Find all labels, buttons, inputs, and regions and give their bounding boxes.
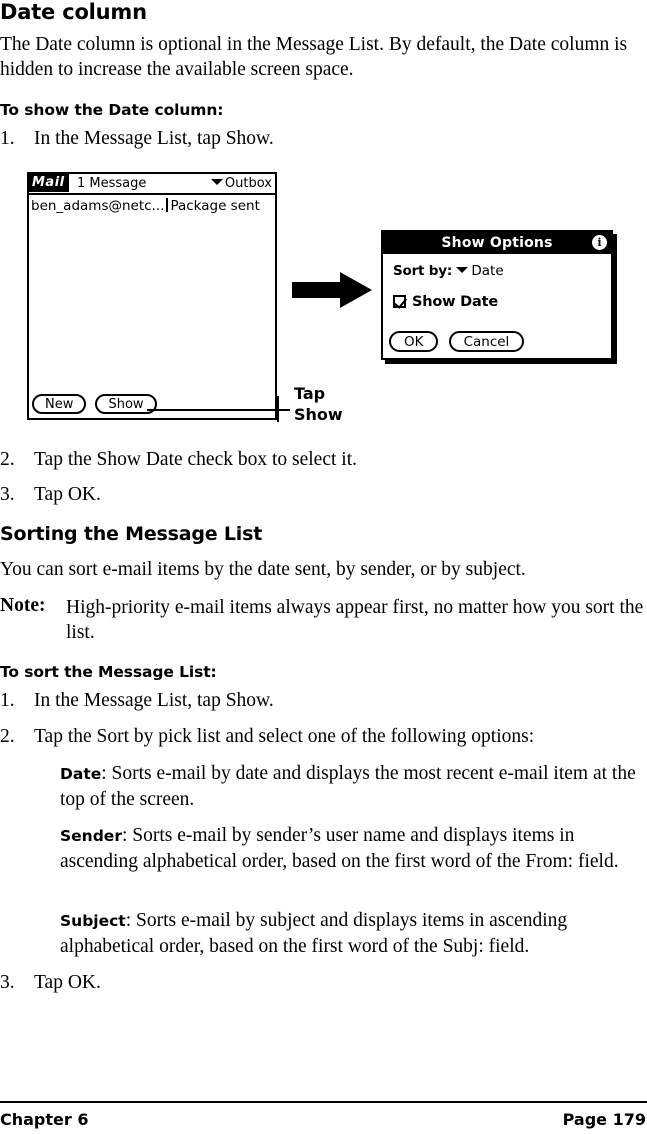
definition-text: : Sorts e-mail by date and displays the … [60,763,636,810]
list-item-number: 2. [0,726,15,747]
figure-callout-tap-show: Tap Show [294,383,343,425]
definition-text: : Sorts e-mail by sender’s user name and… [60,825,619,872]
procedure-2-heading: To sort the Message List: [0,663,217,681]
dialog-title: Show Options [383,232,611,254]
list-item: Tap OK. [34,484,101,505]
show-options-dialog: Show Options i Sort by: Date Show Date O… [381,230,613,360]
section-heading-sorting: Sorting the Message List [0,523,263,545]
palm-folder-label: Outbox [224,176,272,191]
definition-term: Subject [60,912,126,930]
dialog-button-row: OK Cancel [389,331,529,352]
show-date-label: Show Date [412,294,498,310]
sort-by-value: Date [471,263,504,279]
sort-by-picklist[interactable]: Date [456,263,504,279]
column-divider [166,198,169,212]
list-item: Tap the Show Date check box to select it… [34,449,357,470]
definition-term: Date [60,765,102,783]
ok-button[interactable]: OK [389,331,439,352]
page-title: Date column [0,0,147,24]
callout-line-2: Show [294,405,343,424]
list-item-number: 2. [0,449,15,470]
note-label: Note: [0,595,46,616]
palm-message-subject: Package sent [170,198,260,214]
definition-subject: Subject: Sorts e-mail by subject and dis… [60,908,645,959]
footer-page-number: Page 179 [562,1110,646,1129]
callout-leader-line [147,409,290,411]
show-date-checkbox-row[interactable]: Show Date [393,294,498,310]
palm-message-from: ben_adams@netc... [31,198,165,214]
list-item: In the Message List, tap Show. [34,128,274,149]
palm-message-list-screen: Mail 1 Message Outbox ben_adams@netc... P… [27,172,277,420]
callout-line-1: Tap [294,384,326,403]
footer-divider [0,1101,647,1103]
sorting-intro-paragraph: You can sort e-mail items by the date se… [0,559,526,580]
list-item-number: 3. [0,972,15,993]
sort-by-row: Sort by: Date [393,263,504,279]
list-item: In the Message List, tap Show. [34,690,274,711]
footer-chapter: Chapter 6 [0,1110,89,1129]
list-item: Tap OK. [34,972,101,993]
checkbox-checked-icon[interactable] [393,295,406,308]
list-item-number: 3. [0,484,15,505]
info-icon[interactable]: i [592,235,607,250]
palm-folder-picker[interactable]: Outbox [210,175,272,192]
chevron-down-icon [210,179,223,185]
list-item-number: 1. [0,690,15,711]
definition-sender: Sender: Sorts e-mail by sender’s user na… [60,823,645,874]
list-item: Tap the Sort by pick list and select one… [34,726,535,747]
sort-by-label: Sort by: [393,263,453,279]
palm-message-row[interactable]: ben_adams@netc... Package sent [31,198,260,214]
definition-term: Sender [60,827,122,845]
palm-title-bar: Mail 1 Message Outbox [29,174,275,195]
intro-paragraph: The Date column is optional in the Messa… [0,34,628,80]
palm-button-row: New Show [32,393,161,415]
note-text: High-priority e-mail items always appear… [66,597,644,643]
callout-leader-tick [277,396,279,422]
procedure-1-heading: To show the Date column: [0,101,224,119]
list-item-number: 1. [0,128,15,149]
palm-show-button[interactable]: Show [95,394,157,414]
show-options-dialog-wrapper: Show Options i Sort by: Date Show Date O… [381,230,617,364]
palm-app-badge: Mail [29,174,69,192]
definition-date: Date: Sorts e-mail by date and displays … [60,761,645,812]
arrow-right-icon [292,272,372,308]
chevron-down-icon [456,267,469,273]
palm-message-count: 1 Message [77,176,147,191]
definition-text: : Sorts e-mail by subject and displays i… [60,910,568,957]
palm-new-button[interactable]: New [32,394,87,414]
cancel-button[interactable]: Cancel [448,331,525,352]
